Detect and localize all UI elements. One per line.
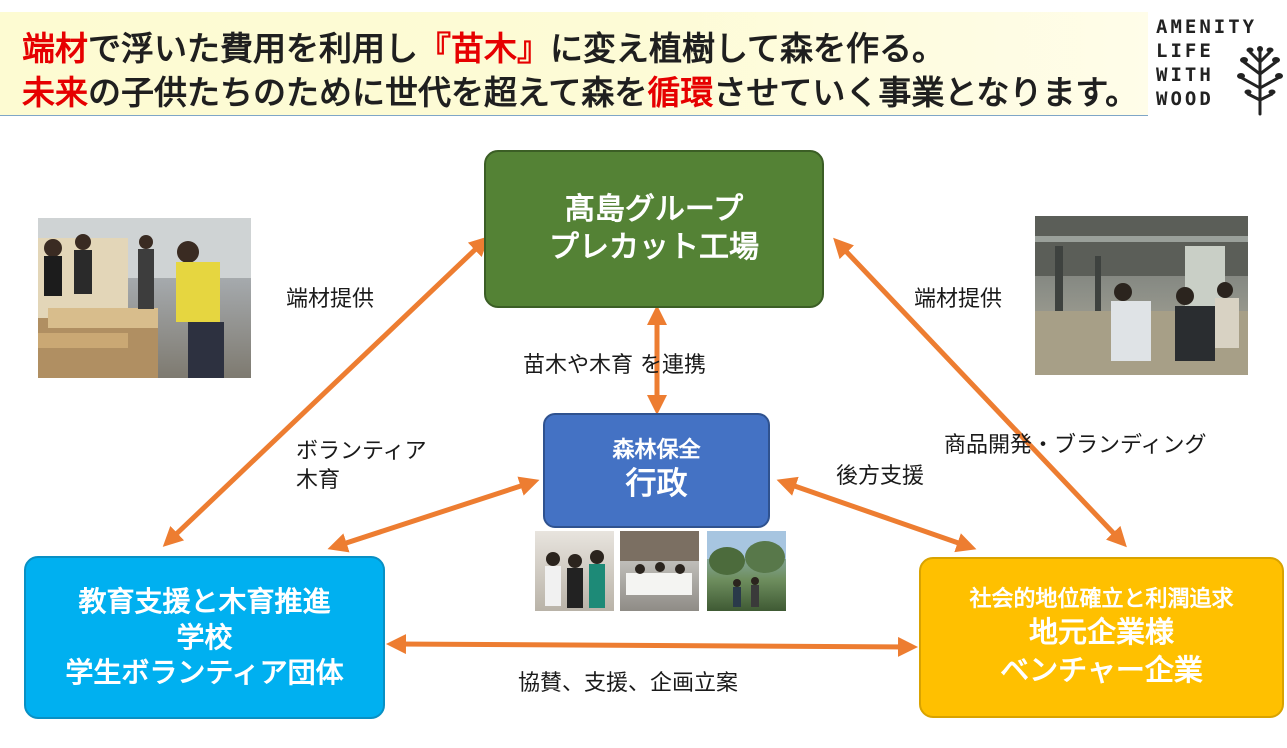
label-seedling-cooperation: 苗木や木育 を連携 bbox=[523, 353, 706, 378]
header-line-2: 未来の子供たちのために世代を超えて森を循環させていく事業となります。 bbox=[22, 76, 1138, 109]
government-role: 森林保全 bbox=[612, 437, 701, 463]
header-banner: 端材で浮いた費用を利用し『苗木』に変え植樹して森を作る。 未来の子供たちのために… bbox=[0, 12, 1148, 116]
logo-text-amenity: AMENITY bbox=[1156, 16, 1258, 38]
factory-name: 髙島グループ bbox=[564, 191, 744, 227]
photo-government-meeting-1 bbox=[535, 531, 614, 611]
arrow-school-corporate bbox=[386, 634, 918, 657]
government-name: 行政 bbox=[625, 465, 688, 502]
photo-tree-planting bbox=[707, 531, 786, 611]
header-text: で浮いた費用を利用し bbox=[88, 29, 418, 68]
header-text: の子供たちのために世代を超えて森を bbox=[88, 73, 648, 112]
factory-subtitle: プレカット工場 bbox=[549, 230, 759, 265]
header-line-1: 端材で浮いた費用を利用し『苗木』に変え植樹して森を作る。 bbox=[22, 32, 945, 65]
label-offcut-supply-left: 端材提供 bbox=[286, 287, 375, 312]
photo-government-meeting-2 bbox=[620, 531, 699, 611]
header-text: 循環 bbox=[647, 73, 714, 112]
logo-text-wood: WOOD bbox=[1156, 88, 1214, 110]
corporate-local: 地元企業様 bbox=[1028, 615, 1174, 650]
label-wood-education: 木育 bbox=[296, 467, 341, 493]
label-offcut-supply-right: 端材提供 bbox=[914, 287, 1003, 312]
logo-text-life: LIFE bbox=[1156, 40, 1214, 62]
node-precut-factory: 髙島グループ プレカット工場 bbox=[484, 150, 824, 308]
label-sponsorship: 協賛、支援、企画立案 bbox=[518, 671, 739, 696]
corporate-role: 社会的地位確立と利潤追求 bbox=[969, 587, 1234, 613]
school-volunteers: 学生ボランティア団体 bbox=[65, 656, 344, 690]
node-government: 森林保全 行政 bbox=[543, 413, 770, 528]
photo-factory-work bbox=[38, 218, 251, 378]
arrow-factory-corporate bbox=[833, 237, 1127, 548]
label-product-branding: 商品開発・ブランディング bbox=[944, 433, 1207, 458]
header-text: させていく事業となります。 bbox=[713, 73, 1139, 112]
amenity-life-with-wood-logo: AMENITY LIFE WITH WOOD bbox=[1154, 12, 1287, 118]
label-volunteer: ボランティア bbox=[296, 439, 427, 464]
label-backup-support: 後方支援 bbox=[836, 464, 925, 489]
tree-icon bbox=[1237, 46, 1283, 116]
photo-factory-tour bbox=[1035, 216, 1248, 375]
header-text: 端材 bbox=[22, 29, 88, 68]
node-corporate: 社会的地位確立と利潤追求 地元企業様 ベンチャー企業 bbox=[919, 557, 1284, 718]
arrow-government-corporate bbox=[776, 476, 977, 553]
header-text: に変え植樹して森を作る。 bbox=[550, 29, 946, 68]
header-text: 『苗木』 bbox=[418, 29, 550, 68]
logo-text-with: WITH bbox=[1156, 64, 1214, 86]
corporate-venture: ベンチャー企業 bbox=[1000, 652, 1203, 687]
label-volunteer-wood-education: ボランティア 木育 bbox=[296, 438, 427, 495]
arrow-factory-school bbox=[162, 236, 490, 547]
arrow-government-school bbox=[327, 476, 540, 553]
school-name: 学校 bbox=[176, 620, 233, 654]
node-school: 教育支援と木育推進 学校 学生ボランティア団体 bbox=[24, 556, 385, 719]
school-role: 教育支援と木育推進 bbox=[78, 584, 331, 618]
header-text: 未来 bbox=[22, 73, 88, 112]
